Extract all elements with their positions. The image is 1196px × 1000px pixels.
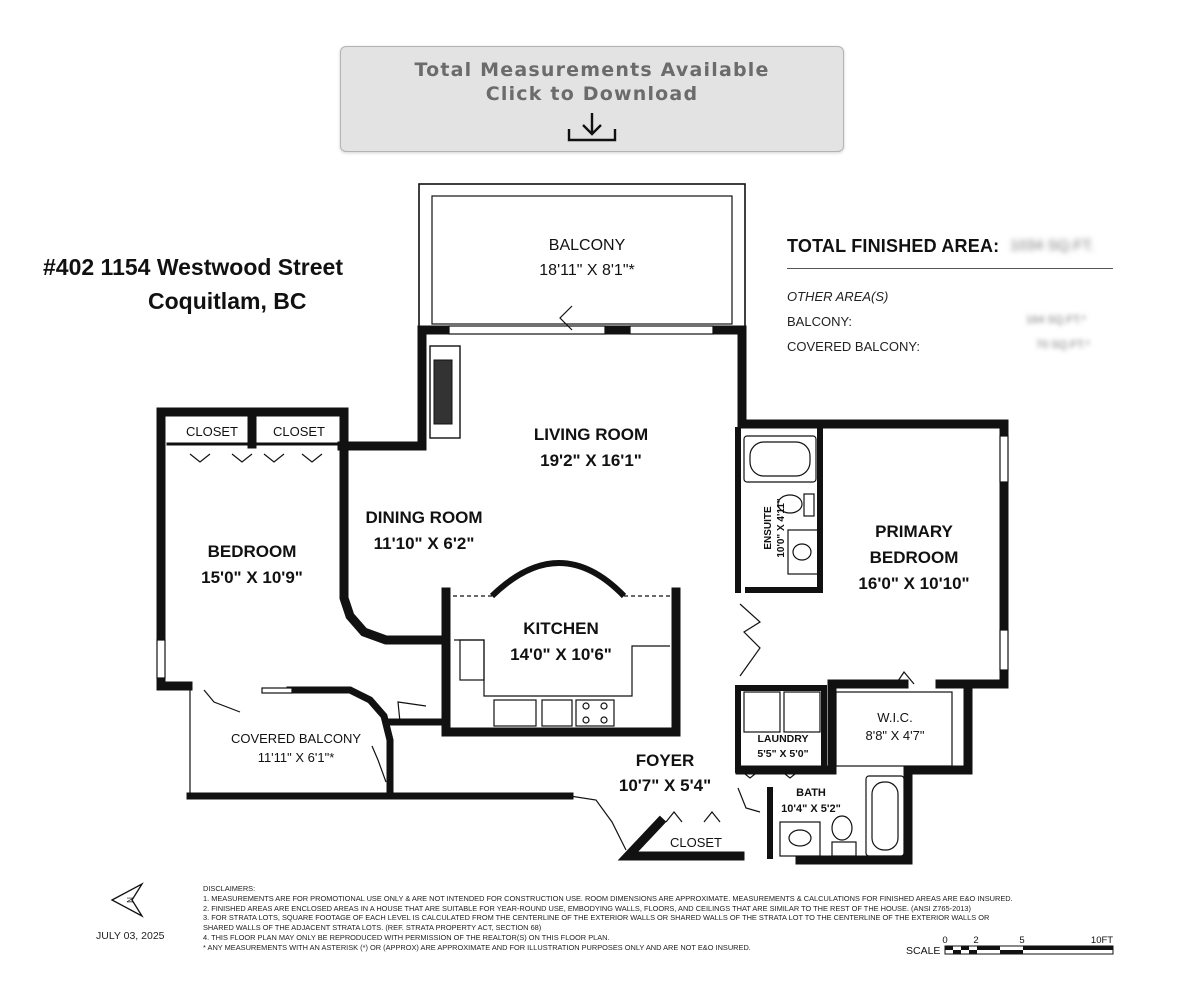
north-arrow-icon: N xyxy=(110,882,144,918)
walls xyxy=(156,325,1009,865)
bedroom-name: BEDROOM xyxy=(208,542,297,561)
balcony-name: BALCONY xyxy=(549,237,626,254)
covered-balcony-name: COVERED BALCONY xyxy=(231,731,361,746)
download-line2: Click to Download xyxy=(485,83,699,105)
bedroom-dims: 15'0" X 10'9" xyxy=(201,568,303,587)
windows xyxy=(156,325,1009,694)
ensuite-name: ENSUITE xyxy=(763,506,774,550)
fireplace xyxy=(429,345,461,439)
kitchen-counters xyxy=(446,595,676,727)
closet-label-2: CLOSET xyxy=(273,424,325,439)
plan-date: JULY 03, 2025 xyxy=(96,930,165,942)
foyer-name: FOYER xyxy=(636,751,695,770)
closet-label-3: CLOSET xyxy=(670,835,722,850)
bath-name: BATH xyxy=(796,787,826,799)
scale-bar: SCALE 0 2 5 10FT xyxy=(906,935,1114,957)
ensuite-dims: 10'0" X 4'11" xyxy=(776,498,787,558)
balcony-outline xyxy=(418,183,746,330)
scale-tick-0: 0 xyxy=(942,935,947,946)
bath-dims: 10'4" X 5'2" xyxy=(781,803,841,815)
area-divider xyxy=(787,268,1113,269)
disclaimer-line: 1. MEASUREMENTS ARE FOR PROMOTIONAL USE … xyxy=(203,893,1013,903)
kitchen-dims: 14'0" X 10'6" xyxy=(510,645,612,664)
total-area-value: 1034 SQ.FT. xyxy=(1010,237,1095,254)
disclaimer-line: * ANY MEASUREMENTS WITH AN ASTERISK (*) … xyxy=(203,942,751,952)
primary-bedroom-dims: 16'0" X 10'10" xyxy=(858,574,969,593)
wic-name: W.I.C. xyxy=(877,710,912,725)
north-label: N xyxy=(126,897,135,903)
closet-label-1: CLOSET xyxy=(186,424,238,439)
disclaimers: DISCLAIMERS: 1. MEASUREMENTS ARE FOR PRO… xyxy=(203,884,1013,953)
covered-balcony-area-value: 70 SQ.FT.* xyxy=(1036,339,1090,351)
scale-label: SCALE xyxy=(906,945,940,957)
other-areas-label: OTHER AREA(S) xyxy=(787,289,889,304)
balcony-area-label: BALCONY: xyxy=(787,314,853,329)
wic-dims: 8'8" X 4'7" xyxy=(865,728,924,743)
fixtures xyxy=(743,435,953,857)
balcony-dims: 18'11" X 8'1"* xyxy=(539,262,634,279)
address-line1: #402 1154 Westwood Street xyxy=(43,254,343,280)
scale-tick-5: 5 xyxy=(1019,935,1024,946)
laundry-dims: 5'5" X 5'0" xyxy=(757,748,808,760)
primary-bedroom-name-2: BEDROOM xyxy=(870,548,959,567)
laundry-name: LAUNDRY xyxy=(758,733,809,745)
disclaimer-line: SHARED WALLS OF THE ADJACENT STRATA LOTS… xyxy=(203,923,542,933)
covered-balcony-dims: 11'11" X 6'1"* xyxy=(258,750,335,765)
room-labels: BALCONY 18'11" X 8'1"* LIVING ROOM 19'2"… xyxy=(186,237,970,850)
disclaimer-heading: DISCLAIMERS: xyxy=(203,884,256,893)
dining-room-name: DINING ROOM xyxy=(365,508,482,527)
download-arrow-icon xyxy=(567,113,617,142)
download-measurements-button[interactable]: Total Measurements Available Click to Do… xyxy=(340,46,844,152)
download-line1: Total Measurements Available xyxy=(414,59,770,81)
dining-room-dims: 11'10" X 6'2" xyxy=(374,534,475,553)
primary-bedroom-name-1: PRIMARY xyxy=(875,522,953,541)
living-room-name: LIVING ROOM xyxy=(534,425,648,444)
total-area-label: TOTAL FINISHED AREA: xyxy=(787,236,1000,256)
scale-tick-10: 10FT xyxy=(1091,935,1113,946)
foyer-dims: 10'7" X 5'4" xyxy=(619,776,711,795)
kitchen-name: KITCHEN xyxy=(523,619,599,638)
balcony-area-value: 164 SQ.FT.* xyxy=(1026,314,1086,326)
covered-balcony-area-label: COVERED BALCONY: xyxy=(787,339,920,354)
disclaimer-line: 2. FINISHED AREAS ARE ENCLOSED AREAS IN … xyxy=(203,903,972,913)
address-line2: Coquitlam, BC xyxy=(148,288,307,314)
kitchen-bay-arc xyxy=(489,560,627,599)
disclaimer-line: 3. FOR STRATA LOTS, SQUARE FOOTAGE OF EA… xyxy=(203,913,990,923)
living-room-dims: 19'2" X 16'1" xyxy=(540,451,642,470)
doors xyxy=(189,305,915,851)
scale-tick-2: 2 xyxy=(973,935,978,946)
disclaimer-line: 4. THIS FLOOR PLAN MAY ONLY BE REPRODUCE… xyxy=(203,932,610,942)
